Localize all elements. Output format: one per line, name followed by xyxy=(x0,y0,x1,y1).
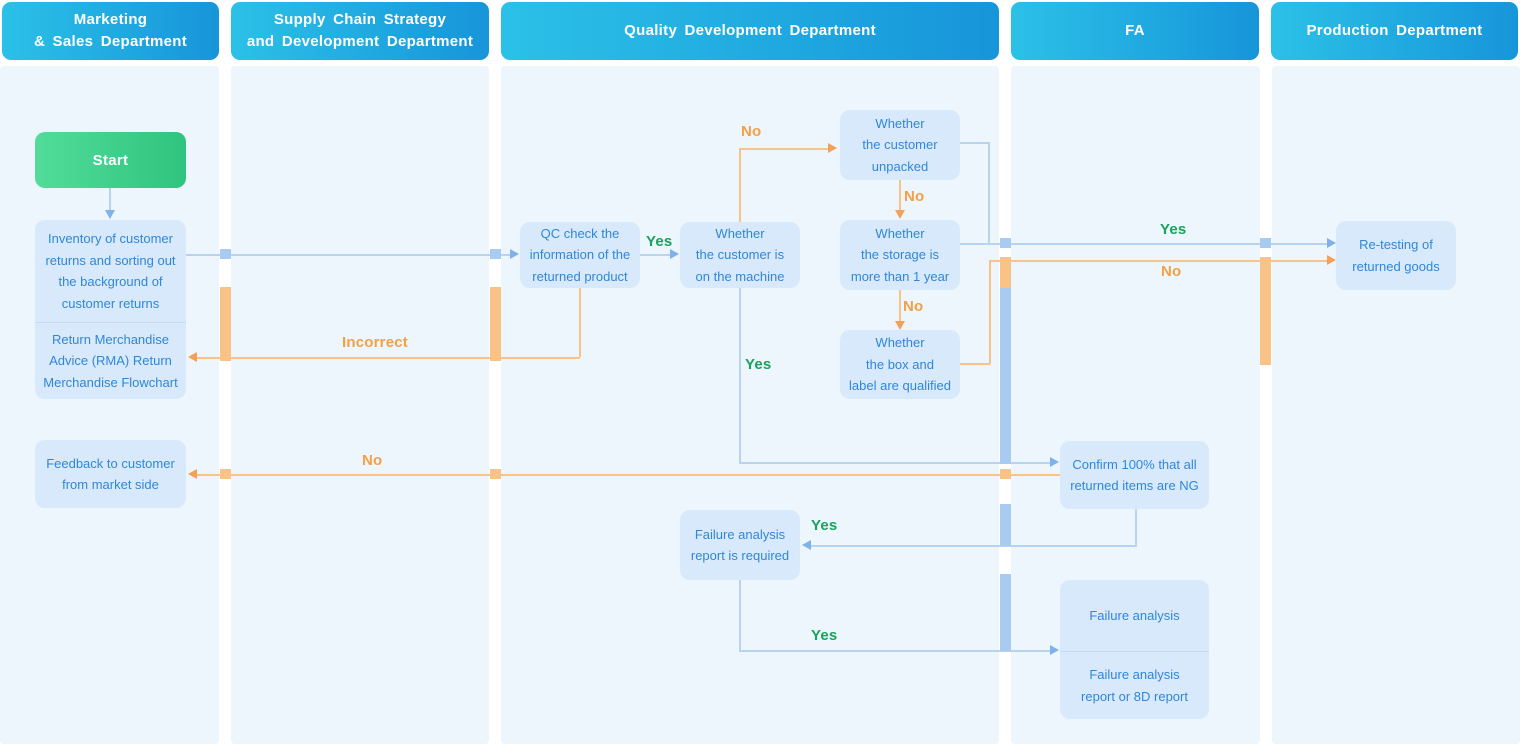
edge-start-inventory xyxy=(109,188,111,210)
arrowhead-confirm-feedback xyxy=(188,469,197,479)
node-start: Start xyxy=(35,132,186,188)
arrowhead-unpacked-storage xyxy=(895,210,905,219)
node-customer-on-machine: Whether the customer is on the machine xyxy=(680,222,800,288)
edge-inventory-qc xyxy=(186,254,510,256)
label-storage-no: No xyxy=(903,298,924,315)
gap-bridge xyxy=(1000,469,1011,479)
arrowhead-report-failure xyxy=(1050,645,1059,655)
label-confirm-no: No xyxy=(362,452,383,469)
lane-header-production: Production Department xyxy=(1271,2,1518,60)
arrowhead-qc-rma xyxy=(188,352,197,362)
arrowhead-machine-confirm xyxy=(1050,457,1059,467)
edge-storage-boxlabel xyxy=(899,290,901,321)
gap-bridge xyxy=(1000,288,1011,464)
edge-boxlabel-retest-v xyxy=(989,260,991,364)
label-machine-yes: Yes xyxy=(745,356,772,373)
node-failure-analysis: Failure analysis xyxy=(1089,607,1180,623)
arrowhead-storage-boxlabel xyxy=(895,321,905,330)
node-feedback-customer: Feedback to customer from market side xyxy=(35,440,186,508)
edge-confirm-report-v xyxy=(1135,509,1137,545)
edge-machine-confirm-h xyxy=(739,462,1050,464)
edge-machine-unpacked-h xyxy=(739,148,828,150)
label-qc-yes: Yes xyxy=(646,233,673,250)
edge-machine-confirm-v xyxy=(739,288,741,462)
gap-bridge xyxy=(220,287,231,361)
gap-bridge xyxy=(1260,238,1271,248)
node-rma-flowchart: Return Merchandise Advice (RMA) Return M… xyxy=(35,322,186,399)
lane-header-marketing-sales: Marketing & Sales Department xyxy=(2,2,219,60)
gap-bridge xyxy=(1000,504,1011,546)
gap-bridge xyxy=(490,469,501,479)
gap-bridge xyxy=(220,249,231,259)
lane-production xyxy=(1272,66,1520,744)
arrowhead-start-inventory xyxy=(105,210,115,219)
node-confirm-ng: Confirm 100% that all returned items are… xyxy=(1060,441,1209,509)
edge-report-failure-v xyxy=(739,580,741,650)
label-retest-yes: Yes xyxy=(1160,221,1187,238)
label-machine-no: No xyxy=(741,123,762,140)
gap-bridge xyxy=(1000,574,1011,651)
edge-unpacked-join-v xyxy=(988,142,990,244)
edge-confirm-feedback xyxy=(197,474,1060,476)
gap-bridge xyxy=(1260,257,1271,365)
lane-header-quality-development: Quality Development Department xyxy=(501,2,999,60)
edge-unpacked-storage xyxy=(899,180,901,210)
label-confirm-yes: Yes xyxy=(811,517,838,534)
node-failure-analysis-group: Failure analysis Failure analysis report… xyxy=(1060,580,1209,719)
edge-unpacked-join-h xyxy=(960,142,989,144)
edge-qc-machine xyxy=(640,254,670,256)
node-storage-one-year: Whether the storage is more than 1 year xyxy=(840,220,960,290)
node-report-required: Failure analysis report is required xyxy=(680,510,800,580)
node-box-label-qualified: Whether the box and label are qualified xyxy=(840,330,960,399)
edge-boxlabel-retest-h2 xyxy=(989,260,1327,262)
arrowhead-qc-machine xyxy=(670,249,679,259)
gap-bridge xyxy=(1000,257,1011,288)
edge-boxlabel-retest-h1 xyxy=(960,363,990,365)
gap-bridge xyxy=(490,249,501,259)
arrowhead-storage-retest xyxy=(1327,238,1336,248)
label-incorrect: Incorrect xyxy=(342,334,408,351)
arrowhead-confirm-report xyxy=(802,540,811,550)
node-retest-goods: Re-testing of returned goods xyxy=(1336,221,1456,290)
lane-supply-chain xyxy=(231,66,489,744)
label-retest-no: No xyxy=(1161,263,1182,280)
label-unpacked-no: No xyxy=(904,188,925,205)
gap-bridge xyxy=(490,287,501,361)
edge-qc-rma-v xyxy=(579,288,581,357)
edge-report-failure-h xyxy=(739,650,1050,652)
edge-confirm-report-h xyxy=(811,545,1137,547)
arrowhead-machine-unpacked xyxy=(828,143,837,153)
edge-storage-retest xyxy=(960,243,1327,245)
node-customer-unpacked: Whether the customer unpacked xyxy=(840,110,960,180)
edge-machine-unpacked-v xyxy=(739,148,741,222)
node-inventory-rma-group: Inventory of customer returns and sortin… xyxy=(35,220,186,399)
gap-bridge xyxy=(220,469,231,479)
gap-bridge xyxy=(1000,238,1011,248)
node-failure-report: Failure analysis report or 8D report xyxy=(1060,651,1209,719)
node-inventory: Inventory of customer returns and sortin… xyxy=(45,231,176,311)
lane-header-supply-chain: Supply Chain Strategy and Development De… xyxy=(231,2,489,60)
arrowhead-boxlabel-retest xyxy=(1327,255,1336,265)
arrowhead-inventory-qc xyxy=(510,249,519,259)
lane-header-fa: FA xyxy=(1011,2,1259,60)
label-report-yes: Yes xyxy=(811,627,838,644)
edge-qc-rma-h xyxy=(197,357,580,359)
node-qc-check: QC check the information of the returned… xyxy=(520,222,640,288)
